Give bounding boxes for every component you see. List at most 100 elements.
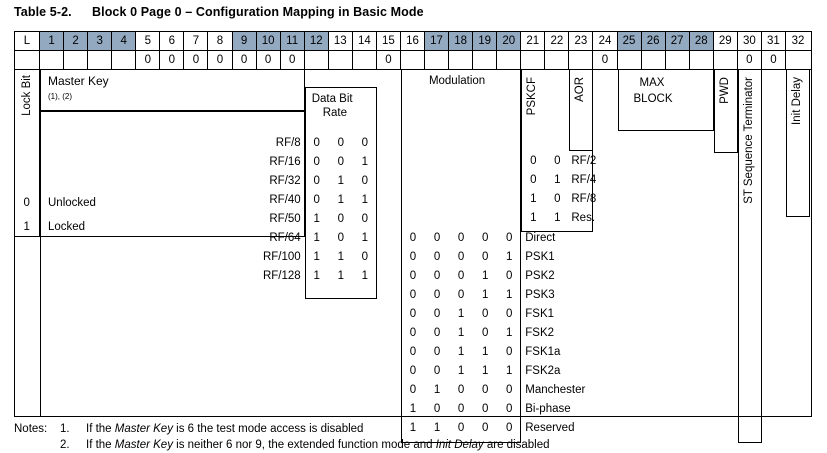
modulation-bit: 0 — [433, 289, 441, 301]
modulation-bit: 0 — [506, 346, 513, 358]
modulation-bit: 0 — [481, 422, 489, 434]
master-key-region — [40, 69, 305, 111]
fixed-zero-cell-lock — [15, 51, 40, 69]
modulation-bit: 0 — [457, 232, 465, 244]
header-cell-14: 14 — [353, 32, 377, 50]
modulation-bit: 0 — [409, 289, 417, 301]
master-key-label: Master Key — [48, 74, 109, 88]
pskcf-bit: 0 — [554, 155, 561, 167]
modulation-name: FSK2a — [525, 365, 561, 377]
fixed-zero-cell-10: 0 — [257, 51, 281, 69]
header-cell-9: 9 — [232, 32, 257, 50]
data-bit-rate-bit: 0 — [361, 251, 369, 263]
pskcf-bit: 1 — [530, 212, 537, 224]
note-item: 2.If the Master Key is neither 6 nor 9, … — [14, 437, 550, 453]
modulation-bit: 0 — [457, 403, 465, 415]
modulation-bit: 0 — [457, 251, 465, 263]
fixed-zero-cell-25 — [618, 51, 642, 69]
data-bit-rate-bit: 1 — [313, 251, 320, 263]
data-bit-rate-name: RF/64 — [269, 232, 301, 244]
lock-bit-value-0: 0 — [23, 197, 30, 209]
header-cell-lock: L — [15, 32, 40, 50]
note-emphasis: Init Delay — [435, 439, 484, 451]
modulation-bit: 0 — [433, 327, 441, 339]
data-bit-rate-bit: 1 — [337, 251, 344, 263]
header-cell-5: 5 — [136, 32, 161, 50]
header-cell-19: 19 — [473, 32, 498, 50]
fixed-zero-cell-15: 0 — [377, 51, 401, 69]
data-bit-rate-bit: 1 — [337, 175, 344, 187]
fixed-zero-cell-20 — [497, 51, 522, 69]
modulation-bit: 0 — [457, 289, 465, 301]
data-bit-rate-name: RF/50 — [269, 213, 301, 225]
pskcf-bit: 1 — [554, 174, 561, 186]
modulation-bit: 0 — [506, 270, 513, 282]
data-bit-rate-name: RF/100 — [262, 251, 301, 263]
modulation-bit: 0 — [457, 384, 465, 396]
header-cell-25: 25 — [617, 32, 642, 50]
header-cell-15: 15 — [377, 32, 401, 50]
data-bit-rate-name: RF/128 — [262, 270, 301, 282]
pskcf-bit: 0 — [530, 155, 537, 167]
pskcf-name: RF/2 — [571, 155, 597, 167]
modulation-bit: 0 — [457, 422, 465, 434]
modulation-bit: 1 — [506, 251, 513, 263]
fixed-zero-cell-26 — [642, 51, 666, 69]
data-bit-rate-bit: 0 — [337, 213, 344, 225]
header-cell-32: 32 — [791, 35, 805, 47]
header-cell-20: 20 — [497, 32, 522, 50]
modulation-bit: 0 — [481, 308, 489, 320]
lock-bit-value-1: 1 — [23, 221, 30, 233]
modulation-name: PSK3 — [525, 289, 555, 301]
fixed-zero-cell-4 — [112, 51, 137, 69]
data-bit-rate-bit: 0 — [361, 175, 369, 187]
pskcf-bit: 0 — [530, 174, 537, 186]
data-bit-rate-bit: 1 — [361, 156, 369, 168]
data-bit-rate-bit: 0 — [313, 175, 320, 187]
data-bit-rate-bit: 0 — [337, 232, 344, 244]
modulation-bit: 0 — [506, 308, 513, 320]
notes-section: Notes:1.If the Master Key is 6 the test … — [14, 421, 550, 453]
data-bit-rate-name: RF/40 — [269, 194, 301, 206]
fixed-zero-cell-23 — [569, 51, 594, 69]
modulation-bit: 1 — [506, 289, 513, 301]
fixed-zero-cell-28 — [690, 51, 714, 69]
note-emphasis: Master Key — [114, 423, 173, 435]
pwd-region — [713, 69, 738, 153]
modulation-bit: 0 — [409, 365, 417, 377]
modulation-bit: 0 — [409, 232, 417, 244]
modulation-bit: 1 — [409, 422, 417, 434]
modulation-name: FSK1 — [525, 308, 555, 320]
pskcf-name: RF/4 — [571, 174, 597, 186]
fixed-zero-cell-5: 0 — [136, 51, 161, 69]
modulation-bit: 0 — [506, 384, 513, 396]
fixed-zero-cell-2 — [64, 51, 89, 69]
modulation-bit: 1 — [481, 289, 489, 301]
modulation-bit: 0 — [481, 327, 489, 339]
fixed-zero-cell-3 — [88, 51, 113, 69]
header-cell-31: 31 — [762, 32, 786, 50]
modulation-bit: 0 — [409, 270, 417, 282]
data-bit-rate-bit: 1 — [361, 232, 369, 244]
fixed-zero-cell-19 — [473, 51, 498, 69]
data-bit-rate-name: RF/32 — [269, 175, 301, 187]
modulation-name: Manchester — [525, 384, 586, 396]
max-block-label-line1: MAX — [639, 77, 665, 89]
max-block-label-line2: BLOCK — [633, 93, 673, 105]
master-key-value-region — [40, 111, 305, 237]
modulation-name: FSK2 — [525, 327, 555, 339]
fixed-zero-cell-16 — [401, 51, 425, 69]
header-cell-6: 6 — [160, 32, 185, 50]
header-cell-7: 7 — [184, 32, 209, 50]
data-bit-rate-name: RF/8 — [275, 137, 301, 149]
master-key-footnotes: (1), (2) — [48, 92, 72, 101]
st-sequence-terminator-region — [737, 69, 762, 443]
modulation-bit: 0 — [481, 403, 489, 415]
header-cell-18: 18 — [449, 32, 474, 50]
modulation-bit: 0 — [409, 327, 417, 339]
lock-bit-meaning-0: Unlocked — [48, 197, 96, 209]
modulation-region — [400, 69, 522, 443]
modulation-name: PSK2 — [525, 270, 555, 282]
modulation-bit: 0 — [481, 251, 489, 263]
